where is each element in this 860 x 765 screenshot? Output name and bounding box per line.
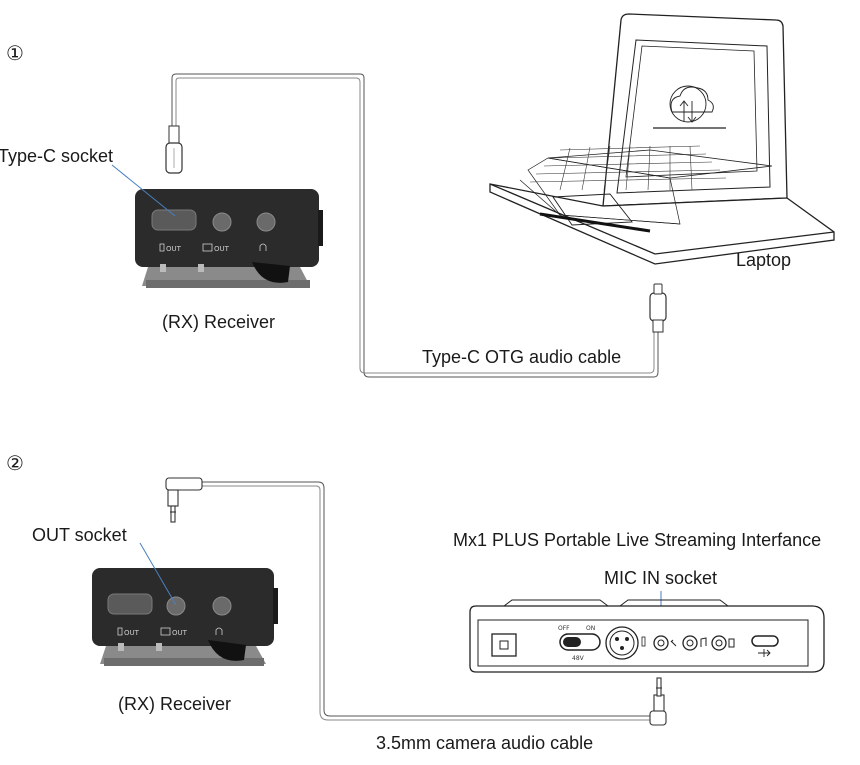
out-socket-leader-line xyxy=(139,542,177,606)
camera-icon xyxy=(202,243,213,252)
audio-cable-label: 3.5mm camera audio cable xyxy=(376,733,593,753)
receiver-device-1: OUT OUT xyxy=(135,189,323,288)
audio-plug-left-icon xyxy=(165,477,203,523)
section2-number: ② xyxy=(6,453,24,475)
phone-socket-icon xyxy=(711,635,735,651)
switch-48v-label: 48V xyxy=(572,655,585,662)
interface-title: Mx1 PLUS Portable Live Streaming Interfa… xyxy=(453,530,821,550)
power-button-icon xyxy=(491,633,517,657)
typec-otg-cable xyxy=(171,73,659,378)
typec-plug-receiver-icon xyxy=(165,125,183,174)
receiver1-port-label-2: OUT xyxy=(214,245,230,253)
receiver2-label: (RX) Receiver xyxy=(118,694,231,714)
switch-off-label: OFF xyxy=(558,625,570,632)
usb-icon xyxy=(758,649,771,657)
typec-plug-laptop-icon xyxy=(649,283,667,333)
laptop-device xyxy=(489,13,835,265)
section1-number: ① xyxy=(6,43,24,65)
receiver1-port-label-1: OUT xyxy=(166,245,182,253)
receiver1-label: (RX) Receiver xyxy=(162,312,275,332)
mic-in-label: MIC IN socket xyxy=(604,568,717,588)
laptop-label: Laptop xyxy=(736,250,791,270)
usb-c-port-icon xyxy=(751,635,779,657)
xlr-socket-icon xyxy=(605,626,646,660)
phantom-power-switch: OFF ON 48V xyxy=(558,625,601,662)
laptop-keyboard xyxy=(529,145,727,191)
switch-on-label: ON xyxy=(586,625,595,632)
receiver-device-2: OUT OUT xyxy=(92,568,278,666)
headphone-socket-icon xyxy=(682,635,707,651)
audio-cable-3-5mm xyxy=(198,481,650,721)
out-socket-label: OUT socket xyxy=(32,525,127,545)
headphone-icon xyxy=(259,243,267,251)
microphone-icon xyxy=(641,636,646,647)
mx1-interface-device: OFF ON 48V xyxy=(469,599,825,673)
phone-icon xyxy=(117,627,123,636)
audio-plug-right-icon xyxy=(649,677,667,726)
mic-in-socket-icon xyxy=(653,635,677,651)
phone-icon xyxy=(159,243,165,252)
typec-cable-label: Type-C OTG audio cable xyxy=(422,347,621,367)
receiver2-port-label-2: OUT xyxy=(172,629,188,637)
camera-icon xyxy=(160,627,171,636)
receiver2-port-label-1: OUT xyxy=(124,629,140,637)
headphone-icon xyxy=(215,627,223,635)
typec-socket-label: Type-C socket xyxy=(0,146,113,166)
typec-socket-leader-line xyxy=(111,164,176,217)
